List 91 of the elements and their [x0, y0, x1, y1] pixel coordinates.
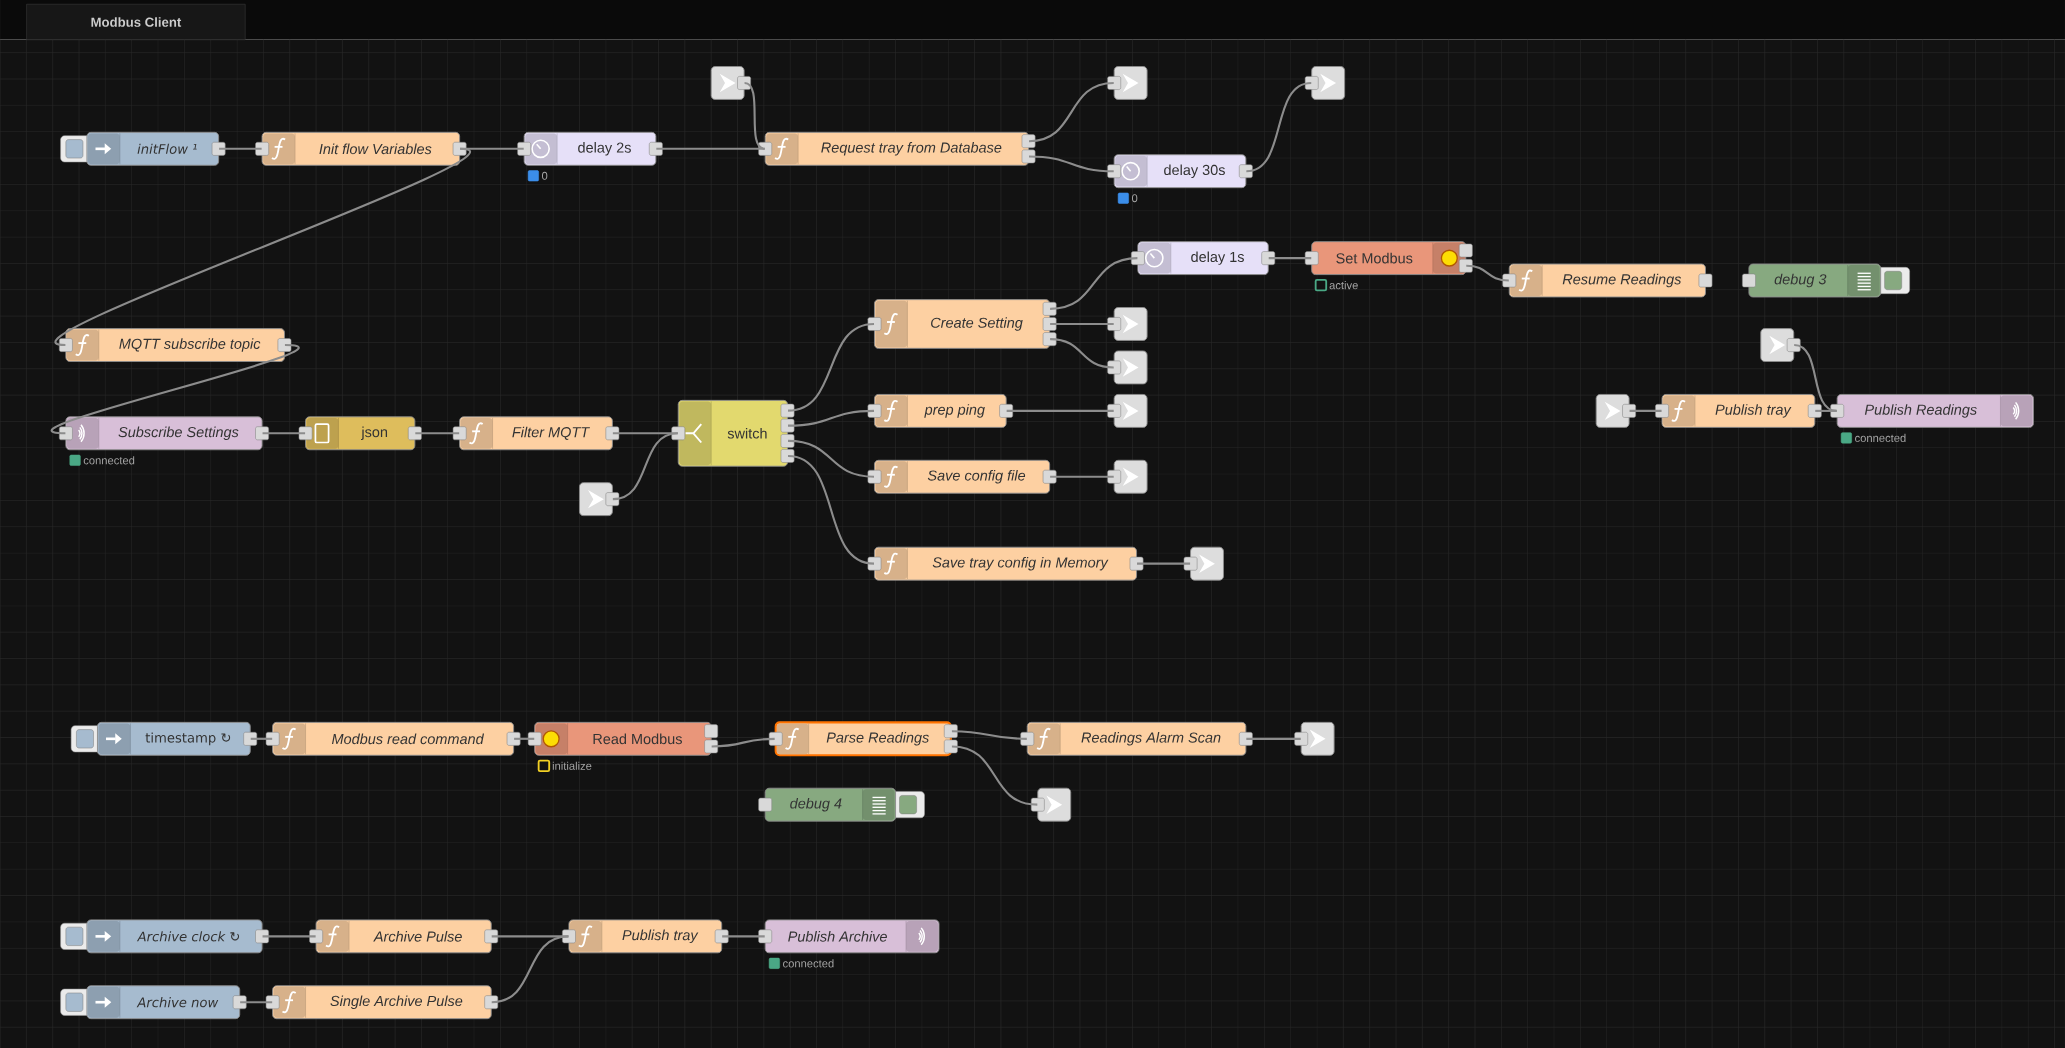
wire: [787, 454, 875, 565]
wire: [514, 737, 535, 740]
status-label: active: [1314, 278, 1358, 292]
wire: [219, 147, 262, 150]
link-node: [1107, 306, 1148, 341]
link-node: [710, 65, 751, 100]
function-node: Resume Readings: [1502, 263, 1713, 298]
function-node: Save tray config in Memory: [867, 546, 1144, 581]
function-node: Readings Alarm Scan: [1020, 721, 1253, 756]
delay-node: delay 1s: [1131, 241, 1276, 275]
status-label: 0: [527, 170, 548, 182]
status-label: connected: [1840, 432, 1906, 444]
function-node: Init flow Variables: [255, 131, 467, 166]
wire: [1629, 409, 1662, 412]
wire: [52, 343, 299, 435]
wire: [951, 730, 1027, 740]
wire: [240, 1001, 273, 1004]
wire: [1815, 409, 1837, 412]
link-node: [1183, 546, 1224, 581]
function-node: Filter MQTT: [452, 416, 620, 451]
wire: [1029, 155, 1114, 173]
wire: [1246, 737, 1301, 740]
function-node: Modbus read command: [265, 721, 521, 756]
link-node: [1595, 393, 1636, 428]
link-node: [1107, 459, 1148, 494]
inject-node: Archive clock ↻: [60, 919, 269, 954]
link-node: [1304, 65, 1346, 100]
link-node: [1107, 393, 1148, 428]
tab: Modbus Client: [26, 3, 246, 40]
wire: [1268, 256, 1312, 260]
wire: [787, 322, 875, 412]
debug-node: debug 3: [1742, 263, 1910, 298]
inject-node: Archive now: [60, 985, 247, 1019]
wire: [612, 432, 678, 501]
mqtt-node: Publish Archive: [758, 919, 940, 954]
function-node: MQTT subscribe topic: [59, 328, 292, 362]
status-label: 0: [1117, 192, 1138, 204]
mqtt-node: Publish Readings: [1830, 393, 2034, 428]
wire: [1006, 409, 1114, 412]
wire: [415, 432, 460, 435]
function-node: Single Archive Pulse: [265, 985, 499, 1019]
wire: [250, 737, 273, 740]
delay-node: delay 2s: [517, 131, 663, 166]
inject-node: initFlow ¹: [60, 131, 226, 166]
wire: [787, 439, 875, 478]
status-label: connected: [768, 957, 834, 969]
modbus-node: Read Modbus: [527, 721, 719, 756]
function-node: Save config file: [867, 459, 1057, 494]
inject-node: timestamp ↻: [70, 721, 258, 756]
wire: [656, 147, 765, 150]
wire: [612, 432, 678, 435]
function-node: Request tray from Database: [758, 131, 1036, 166]
status-label: initialize: [537, 759, 592, 772]
switch-node: switch: [671, 399, 795, 467]
wire: [722, 935, 765, 938]
json-node: json: [298, 416, 422, 451]
wire: [1028, 81, 1114, 143]
wire: [262, 935, 316, 938]
wire: [55, 147, 471, 346]
link-node: [1107, 65, 1148, 100]
function-node: Parse Readings: [768, 721, 958, 757]
wire: [788, 409, 875, 427]
modbus-node: Set Modbus: [1304, 241, 1473, 275]
delay-node: delay 30s: [1107, 154, 1253, 188]
mqtt-node: Subscribe Settings: [59, 416, 269, 451]
function-node: Archive Pulse: [309, 919, 499, 954]
wire: [951, 745, 1038, 806]
wire: [711, 737, 775, 748]
wire: [1466, 264, 1509, 282]
debug-node: debug 4: [758, 787, 925, 822]
link-node: [1030, 787, 1072, 822]
wire: [1246, 81, 1312, 173]
function-node: Publish tray: [1655, 393, 1822, 428]
link-node: [1760, 328, 1801, 362]
link-node: [1294, 721, 1335, 756]
link-node: [579, 482, 620, 516]
wire: [262, 432, 306, 435]
wire: [1050, 475, 1114, 478]
function-node: Create Setting: [867, 299, 1057, 349]
wire: [1137, 562, 1191, 565]
wire: [491, 935, 569, 1004]
function-node: prep ping: [867, 393, 1014, 428]
wire: [744, 81, 766, 150]
status-label: connected: [69, 454, 135, 466]
wire: [1050, 337, 1114, 369]
wire: [1793, 343, 1837, 412]
function-node: Publish tray: [562, 919, 729, 954]
link-node: [1107, 350, 1148, 385]
wire: [1050, 256, 1138, 310]
wire: [1050, 322, 1114, 325]
wire: [491, 935, 569, 938]
